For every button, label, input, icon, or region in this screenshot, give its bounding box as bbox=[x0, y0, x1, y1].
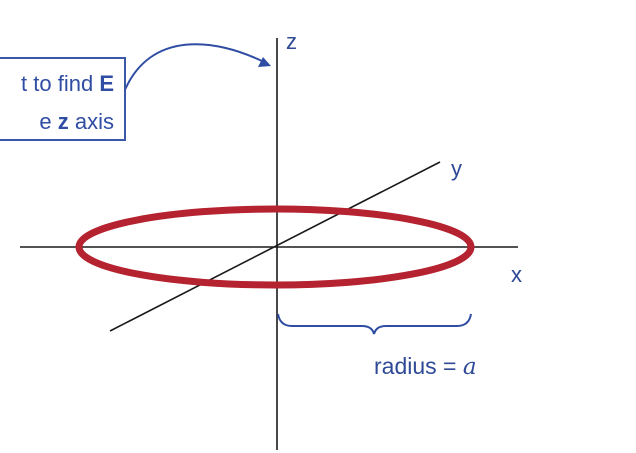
callout-line-1-text: t to find bbox=[21, 71, 100, 96]
callout-line-2-suffix: axis bbox=[68, 109, 114, 134]
callout-line-2: e z axis bbox=[39, 109, 114, 135]
radius-label: radius = a bbox=[374, 355, 477, 379]
arrow-head-icon bbox=[258, 57, 271, 67]
radius-symbol: a bbox=[462, 354, 477, 380]
y-axis bbox=[109, 161, 441, 332]
charged-ring bbox=[75, 205, 475, 289]
callout-arrow bbox=[123, 43, 265, 93]
z-axis-label: z bbox=[286, 29, 297, 54]
callout-axis-symbol: z bbox=[57, 109, 69, 134]
y-axis-label: y bbox=[451, 156, 462, 181]
callout-box: t to find E e z axis bbox=[0, 57, 126, 141]
x-axis-label: x bbox=[511, 262, 522, 287]
callout-line-2-prefix: e bbox=[39, 109, 58, 134]
callout-line-1: t to find E bbox=[21, 71, 114, 97]
callout-field-symbol: E bbox=[99, 71, 114, 96]
radius-brace bbox=[277, 313, 472, 335]
radius-text: radius = bbox=[374, 353, 463, 379]
